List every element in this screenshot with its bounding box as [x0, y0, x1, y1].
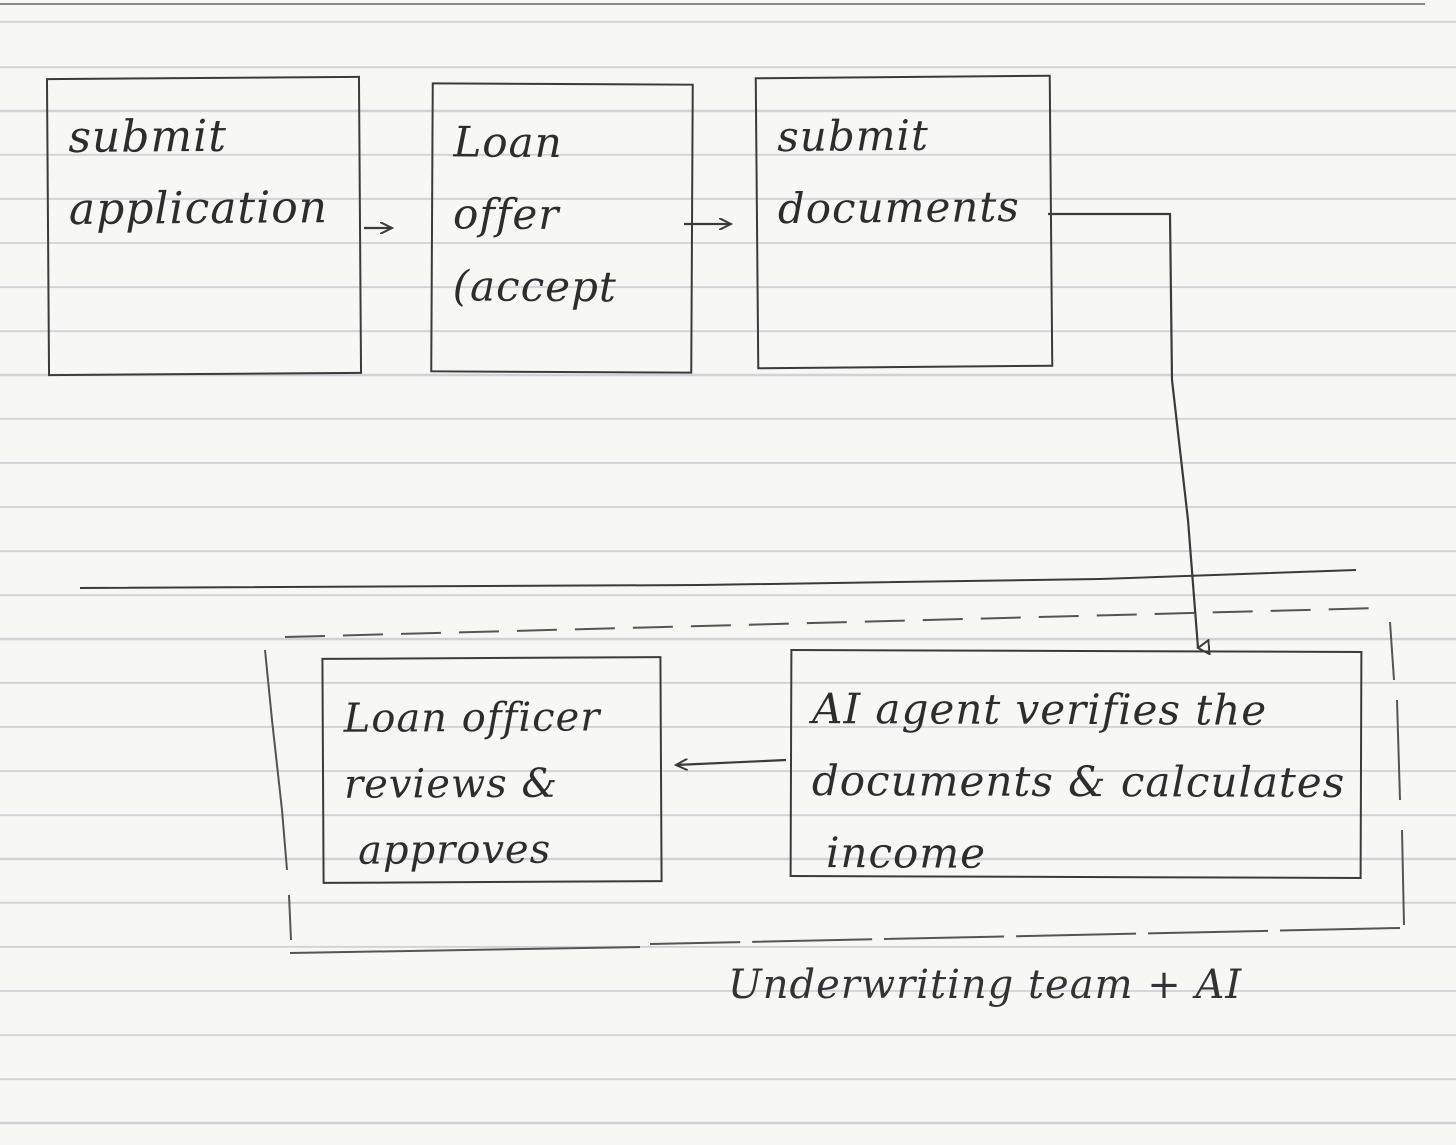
step-label-line: documents: [777, 181, 1021, 234]
step-label-line: Loan officer: [343, 694, 601, 742]
step-label-line: reviews &: [343, 760, 559, 808]
edge-documents-to-ai-agent: [1048, 212, 1198, 648]
step-label-line: submit: [68, 110, 228, 163]
step-label-line: offer: [452, 189, 560, 239]
step-label-line: approves: [344, 826, 552, 874]
step-label-line: (accept: [452, 261, 617, 312]
step-label-line: submit: [777, 110, 930, 162]
step-label-line: documents & calculates: [811, 756, 1346, 807]
step-loan-offer-accept: Loan offer (accept: [430, 82, 694, 374]
step-submit-documents: submit documents: [754, 74, 1054, 370]
edge-ai-agent-to-officer: [676, 760, 787, 765]
step-label-line: AI agent verifies the: [812, 684, 1268, 735]
step-label-line: application: [68, 182, 329, 235]
group-label-underwriting: Underwriting team + AI: [728, 962, 1243, 1008]
underwriting-group-boundary: [264, 607, 1405, 954]
step-ai-agent-verifies: AI agent verifies the documents & calcul…: [789, 649, 1363, 879]
step-label-line: income: [811, 828, 987, 878]
step-loan-officer-reviews: Loan officer reviews & approves: [321, 656, 663, 884]
step-submit-application: submit application: [45, 75, 363, 377]
section-separator: [79, 569, 1357, 589]
step-label-line: Loan: [453, 117, 563, 168]
